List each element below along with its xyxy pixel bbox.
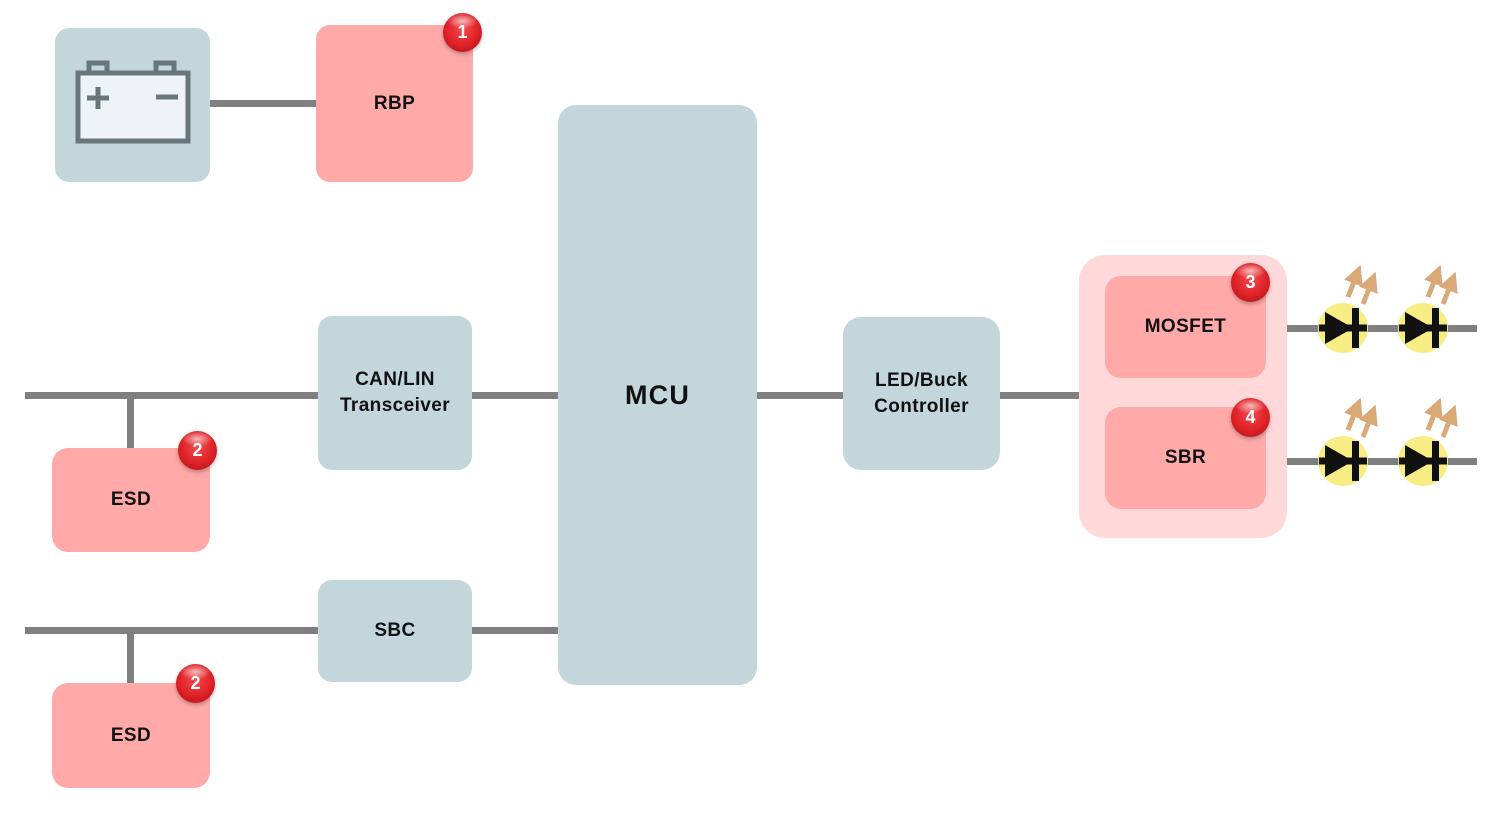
battery-icon [75, 59, 191, 151]
sbc-block: SBC [318, 580, 472, 682]
badge-2-bottom: 2 [176, 664, 215, 703]
led-buck-label-line2: Controller [874, 395, 969, 417]
can-lin-transceiver-block: CAN/LIN Transceiver [318, 316, 472, 470]
wire-battery-to-rbp [210, 100, 316, 107]
wire-sbr-to-leds [1287, 458, 1477, 465]
led-diode-icon [1383, 381, 1483, 496]
esd-top-label: ESD [110, 489, 152, 510]
mcu-label: MCU [624, 379, 691, 410]
badge-2-top: 2 [178, 431, 217, 470]
wire-bus-top [25, 392, 558, 399]
wire-esd-top-stub [127, 395, 134, 451]
led-diode-icon [1303, 381, 1403, 496]
esd-top-block: ESD [52, 448, 210, 552]
can-lin-label-line1: CAN/LIN [355, 369, 435, 390]
can-lin-label-line2: Transceiver [339, 395, 451, 416]
esd-bottom-block: ESD [52, 683, 210, 788]
esd-bottom-label: ESD [110, 724, 152, 746]
wire-esd-bottom-stub [127, 630, 134, 686]
battery-block [55, 28, 210, 182]
badge-3: 3 [1231, 263, 1270, 302]
led-diode-icon [1383, 248, 1483, 363]
wire-bus-bottom [25, 627, 558, 634]
mcu-block: MCU [558, 105, 757, 685]
rbp-block: RBP [316, 25, 473, 182]
mosfet-label: MOSFET [1144, 316, 1227, 337]
sbr-label: SBR [1164, 447, 1207, 468]
sbc-label: SBC [374, 620, 416, 641]
led-buck-controller-block: LED/Buck Controller [843, 317, 1000, 470]
rbp-label: RBP [373, 92, 416, 114]
badge-1: 1 [443, 13, 482, 52]
led-diode-icon [1303, 248, 1403, 363]
wire-mosfet-to-leds [1287, 325, 1477, 332]
badge-4: 4 [1231, 398, 1270, 437]
led-buck-label-line1: LED/Buck [875, 369, 968, 391]
